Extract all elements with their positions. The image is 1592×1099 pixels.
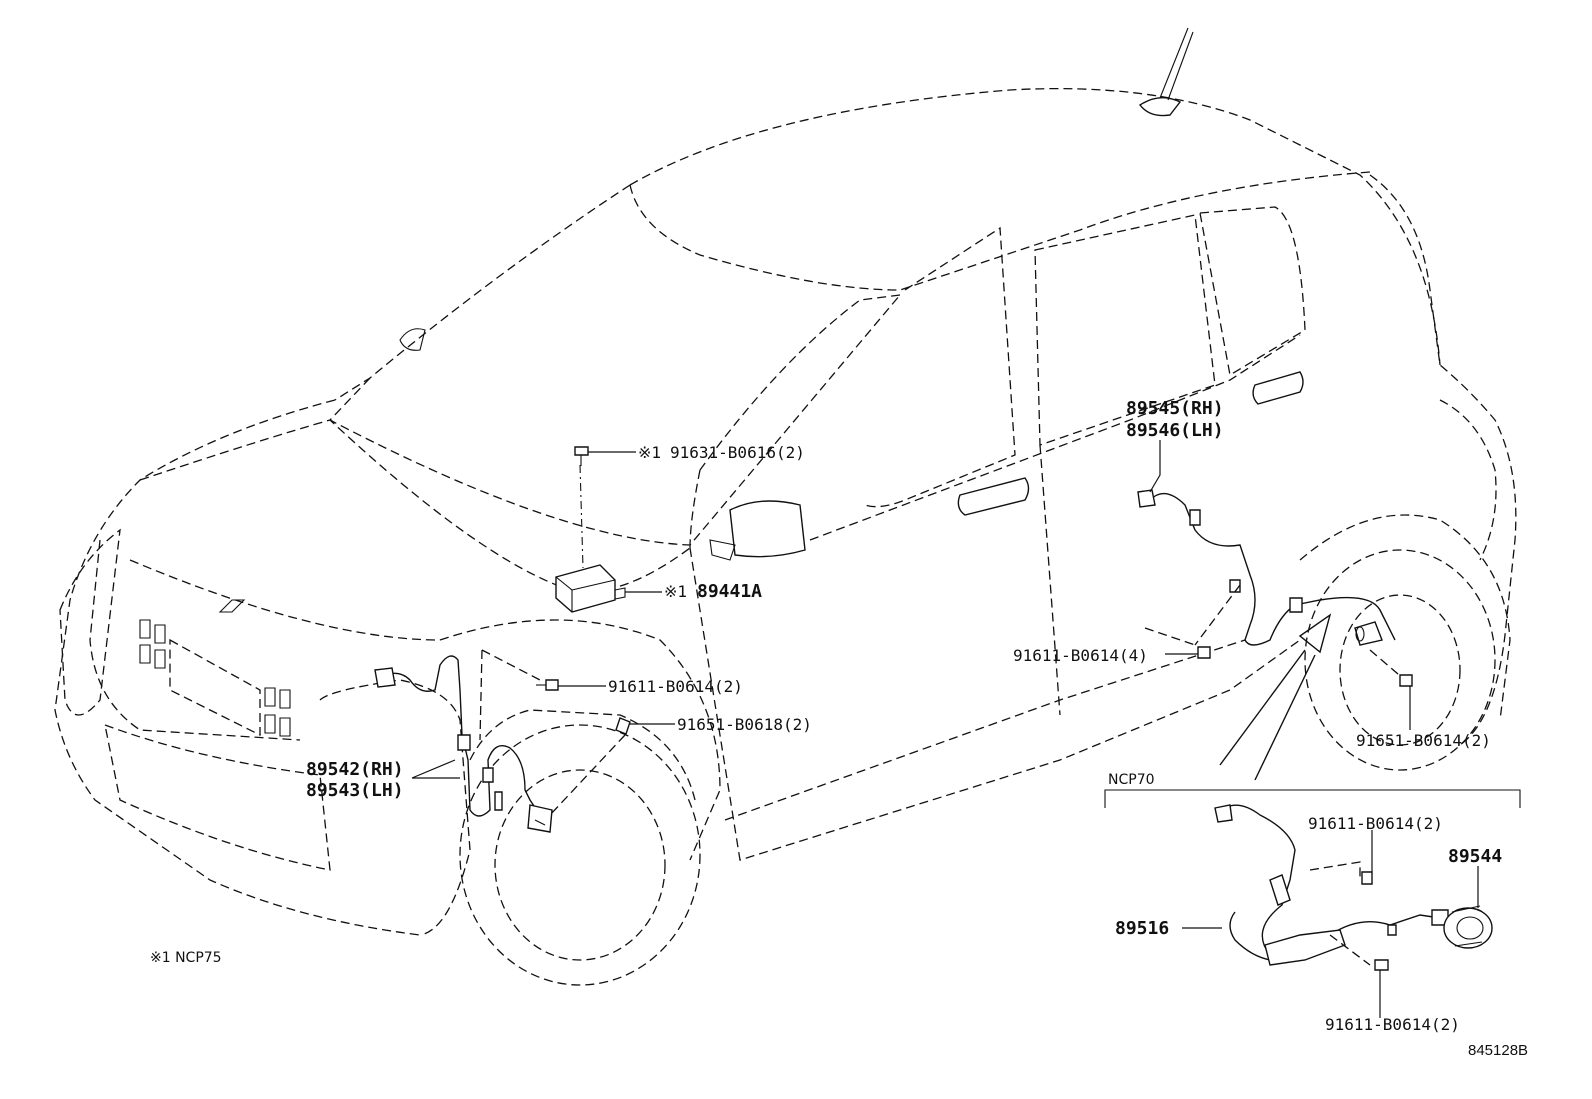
callout-front-sensor-lh: 89543(LH) <box>306 780 404 801</box>
callout-bolt-front-lower: 91651-B0618(2) <box>677 715 812 734</box>
callout-front-sensor-rh: 89542(RH) <box>306 759 404 780</box>
callout-labels: ※1 91631-B0616(2) ※1 89441A 91611-B0614(… <box>150 398 1528 1059</box>
callout-rear-sensor-rh: 89545(RH) <box>1126 398 1224 419</box>
inset-ncp70 <box>1104 789 1521 1018</box>
callout-bolt-front-upper: 91611-B0614(2) <box>608 677 743 696</box>
callout-rear-sensor-lh: 89546(LH) <box>1126 420 1224 441</box>
footnote: ※1 NCP75 <box>150 950 222 966</box>
callout-bolt-top: 91631-B0616(2) <box>670 443 805 462</box>
front-speed-sensor <box>374 649 631 833</box>
callout-inset-bolt-upper: 91611-B0614(2) <box>1308 814 1443 833</box>
yaw-sensor-assembly <box>555 446 626 613</box>
callout-bolt-rear-upper: 91611-B0614(4) <box>1013 646 1148 665</box>
callout-bolt-top-mark: ※1 <box>638 443 661 462</box>
callout-bolt-rear-lower: 91651-B0614(2) <box>1356 731 1491 750</box>
callout-inset-wire: 89516 <box>1115 918 1169 939</box>
inset-label: NCP70 <box>1108 772 1155 788</box>
callout-inset-bolt-lower: 91611-B0614(2) <box>1325 1015 1460 1034</box>
callout-inset-rotor: 89544 <box>1448 846 1502 867</box>
rear-speed-sensor <box>1137 489 1413 781</box>
callout-yaw-sensor: 89441A <box>697 581 762 602</box>
figure-reference: 845128B <box>1468 1042 1528 1059</box>
callout-yaw-sensor-mark: ※1 <box>664 582 687 601</box>
leader-lines <box>411 440 1411 779</box>
vehicle-outline <box>54 27 1517 986</box>
